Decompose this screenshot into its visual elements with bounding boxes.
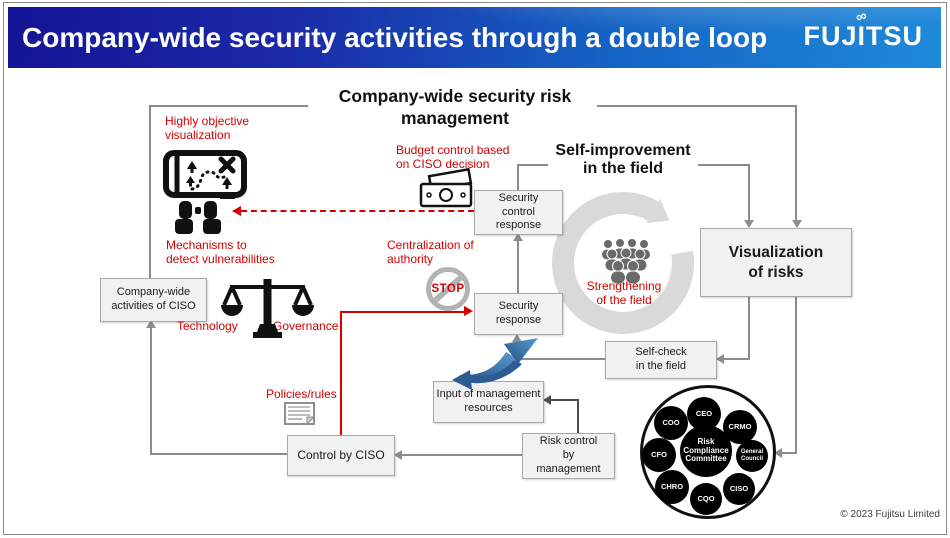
line-ciso-left xyxy=(151,453,288,455)
label-highly-objective: Highly objective visualization xyxy=(165,114,250,143)
label-governance: Governance xyxy=(273,319,339,333)
inner-bracket-right xyxy=(698,164,750,166)
label-mechanisms: Mechanisms to detect vulnerabilities xyxy=(166,238,275,267)
stop-circle xyxy=(426,267,470,311)
label-strengthening: Strengthening of the field xyxy=(586,279,662,308)
red-arrow-into-binoculars xyxy=(232,206,241,216)
document-icon xyxy=(284,402,316,426)
line-selfcheck-horizontal xyxy=(517,358,606,360)
box-security-control-response: Security control response xyxy=(474,190,563,235)
committee-member-cqo: CQO xyxy=(690,483,722,515)
outer-loop-title: Company-wide security risk management xyxy=(338,86,572,128)
red-arrow-into-security-response xyxy=(464,306,473,316)
map-icon xyxy=(163,150,247,199)
fujitsu-logo: ∞FUJITSU xyxy=(803,7,923,52)
label-policies-rules: Policies/rules xyxy=(266,387,337,401)
box-security-response: Security response xyxy=(474,293,563,335)
committee-center: Risk Compliance Committee xyxy=(680,425,732,477)
line-riskcontrol-to-input-h xyxy=(551,399,579,401)
line-response-to-control xyxy=(517,241,519,293)
box-visualization-of-risks: Visualization of risks xyxy=(700,228,852,297)
inner-loop-title: Self-improvement in the field xyxy=(555,142,691,178)
stop-icon: STOP xyxy=(426,267,470,311)
line-vis-to-committee-v xyxy=(795,295,797,454)
line-to-security-control xyxy=(517,164,519,190)
arrow-into-control-by-ciso xyxy=(394,450,402,460)
box-ciso-activities: Company-wide activities of CISO xyxy=(100,278,207,322)
committee-member-coo: COO xyxy=(654,406,688,440)
inner-bracket-left xyxy=(518,164,548,166)
box-self-check: Self-check in the field xyxy=(605,341,717,379)
label-budget-control: Budget control based on CISO decision xyxy=(396,143,510,172)
red-line-centralization-v xyxy=(340,312,342,436)
box-control-by-ciso: Control by CISO xyxy=(287,435,395,476)
slide-border xyxy=(3,2,947,535)
line-riskcontrol-to-input-v xyxy=(577,399,579,434)
arrow-into-ciso-activities xyxy=(146,320,156,328)
committee-member-chro: CHRO xyxy=(655,470,689,504)
arrow-into-security-response-bottom xyxy=(512,334,522,342)
logo-text: FUJITSU xyxy=(803,21,923,51)
scale-icon xyxy=(221,279,314,338)
header-bar: Company-wide security activities through… xyxy=(8,7,941,68)
arrow-into-selfcheck xyxy=(716,354,724,364)
line-to-visualization-left xyxy=(748,164,750,220)
arrow-into-committee xyxy=(774,448,782,458)
arrow-into-security-control xyxy=(513,233,523,241)
line-riskcontrol-to-ciso xyxy=(402,454,522,456)
outer-bracket-left xyxy=(150,105,308,107)
outer-bracket-right xyxy=(597,105,797,107)
risk-compliance-committee-diagram: CEO COO CRMO CFO General Council CHRO CI… xyxy=(640,385,776,519)
committee-member-ceo: CEO xyxy=(687,397,721,431)
line-ciso-up xyxy=(150,328,152,455)
outer-left-vertical xyxy=(149,105,151,278)
exchange-arrows-icon xyxy=(452,338,538,390)
arrow-into-input-resources xyxy=(543,395,551,405)
cycle-arrow-icon xyxy=(552,191,694,334)
page-title: Company-wide security activities through… xyxy=(22,22,768,53)
line-vis-to-selfcheck-h xyxy=(724,358,750,360)
stop-label: STOP xyxy=(431,283,465,295)
committee-member-general-council: General Council xyxy=(736,440,768,472)
line-vis-to-selfcheck-v xyxy=(748,295,750,360)
box-risk-control: Risk control by management xyxy=(522,433,615,479)
copyright-text: © 2023 Fujitsu Limited xyxy=(840,509,940,520)
binoculars-icon xyxy=(175,201,221,234)
committee-member-ciso: CISO xyxy=(723,473,755,505)
committee-member-cfo: CFO xyxy=(642,438,676,472)
arrow-into-visualization-left xyxy=(744,220,754,228)
outer-right-vertical xyxy=(795,105,797,220)
banknote-icon xyxy=(419,167,473,208)
red-line-centralization-h xyxy=(340,311,464,313)
label-centralization: Centralization of authority xyxy=(387,238,474,267)
crowd-icon xyxy=(601,238,651,285)
line-vis-to-committee-h xyxy=(782,452,797,454)
red-dashed-visualization-line xyxy=(241,210,474,212)
label-technology: Technology xyxy=(177,319,238,333)
arrow-into-visualization-right xyxy=(792,220,802,228)
